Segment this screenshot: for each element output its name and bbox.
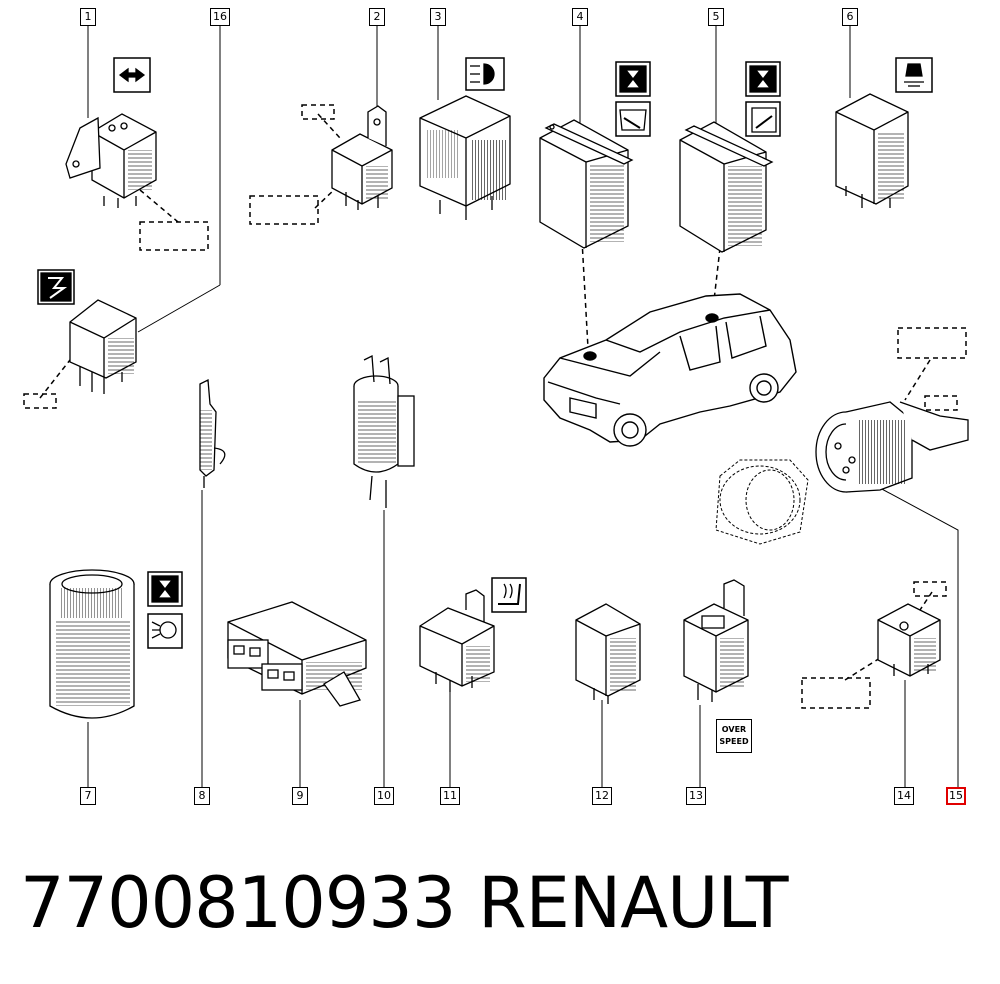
part-label-13[interactable]: 13 <box>686 787 706 805</box>
part-label-1[interactable]: 1 <box>80 8 96 26</box>
part-label-5[interactable]: 5 <box>708 8 724 26</box>
part-label-14[interactable]: 14 <box>894 787 914 805</box>
part-label-4[interactable]: 4 <box>572 8 588 26</box>
part-label-3[interactable]: 3 <box>430 8 446 26</box>
part-label-2[interactable]: 2 <box>369 8 385 26</box>
part-label-11[interactable]: 11 <box>440 787 460 805</box>
overspeed-line1: OVER <box>721 725 747 734</box>
part-number-caption: 7700810933 <box>20 862 456 944</box>
part-label-9[interactable]: 9 <box>292 787 308 805</box>
overspeed-line2: SPEED <box>719 737 749 746</box>
part-label-6[interactable]: 6 <box>842 8 858 26</box>
part-label-12[interactable]: 12 <box>592 787 612 805</box>
brand-caption: RENAULT <box>478 862 788 944</box>
part-label-10[interactable]: 10 <box>374 787 394 805</box>
part-label-8[interactable]: 8 <box>194 787 210 805</box>
part-label-7[interactable]: 7 <box>80 787 96 805</box>
part-label-15-selected[interactable]: 15 <box>946 787 966 805</box>
overspeed-icon: OVER SPEED <box>716 719 752 753</box>
part-label-16[interactable]: 16 <box>210 8 230 26</box>
